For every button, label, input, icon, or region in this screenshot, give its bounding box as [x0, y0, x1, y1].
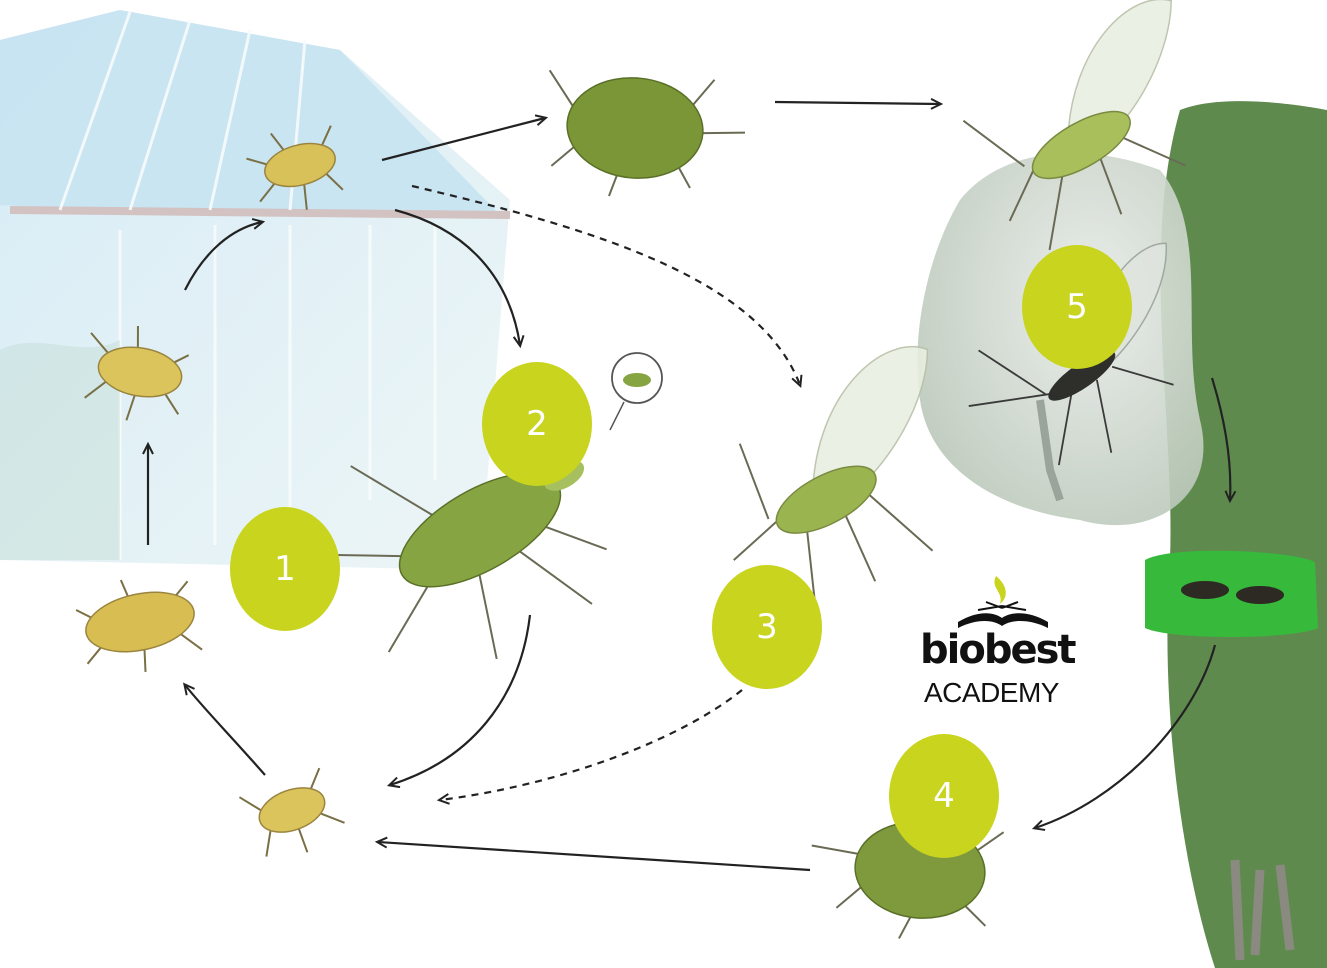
step-5-number: 5 [1066, 287, 1088, 327]
step-5-badge: 5 [1022, 245, 1132, 369]
step-2-number: 2 [526, 404, 548, 444]
step-4-number: 4 [933, 776, 955, 816]
biobest-academy-logo: biobest ACADEMY [918, 566, 1088, 716]
step-3-number: 3 [756, 607, 778, 647]
aphid-nymph-yellow [72, 567, 204, 684]
step-3-badge: 3 [712, 565, 822, 689]
step-2-badge: 2 [482, 362, 592, 486]
aphid-adult-green [539, 65, 749, 207]
step-1-number: 1 [274, 549, 296, 589]
book-flame-icon [918, 566, 1088, 632]
logo-subtitle: ACADEMY [924, 678, 1084, 708]
step-4-badge: 4 [889, 734, 999, 858]
leaf-with-eggs [1145, 551, 1318, 637]
aphid-nymph-yellow [239, 766, 349, 867]
magnifier-nymph [610, 353, 662, 430]
greenhouse [0, 10, 510, 570]
step-1-badge: 1 [230, 507, 340, 631]
logo-brand-text: biobest [920, 630, 1090, 670]
